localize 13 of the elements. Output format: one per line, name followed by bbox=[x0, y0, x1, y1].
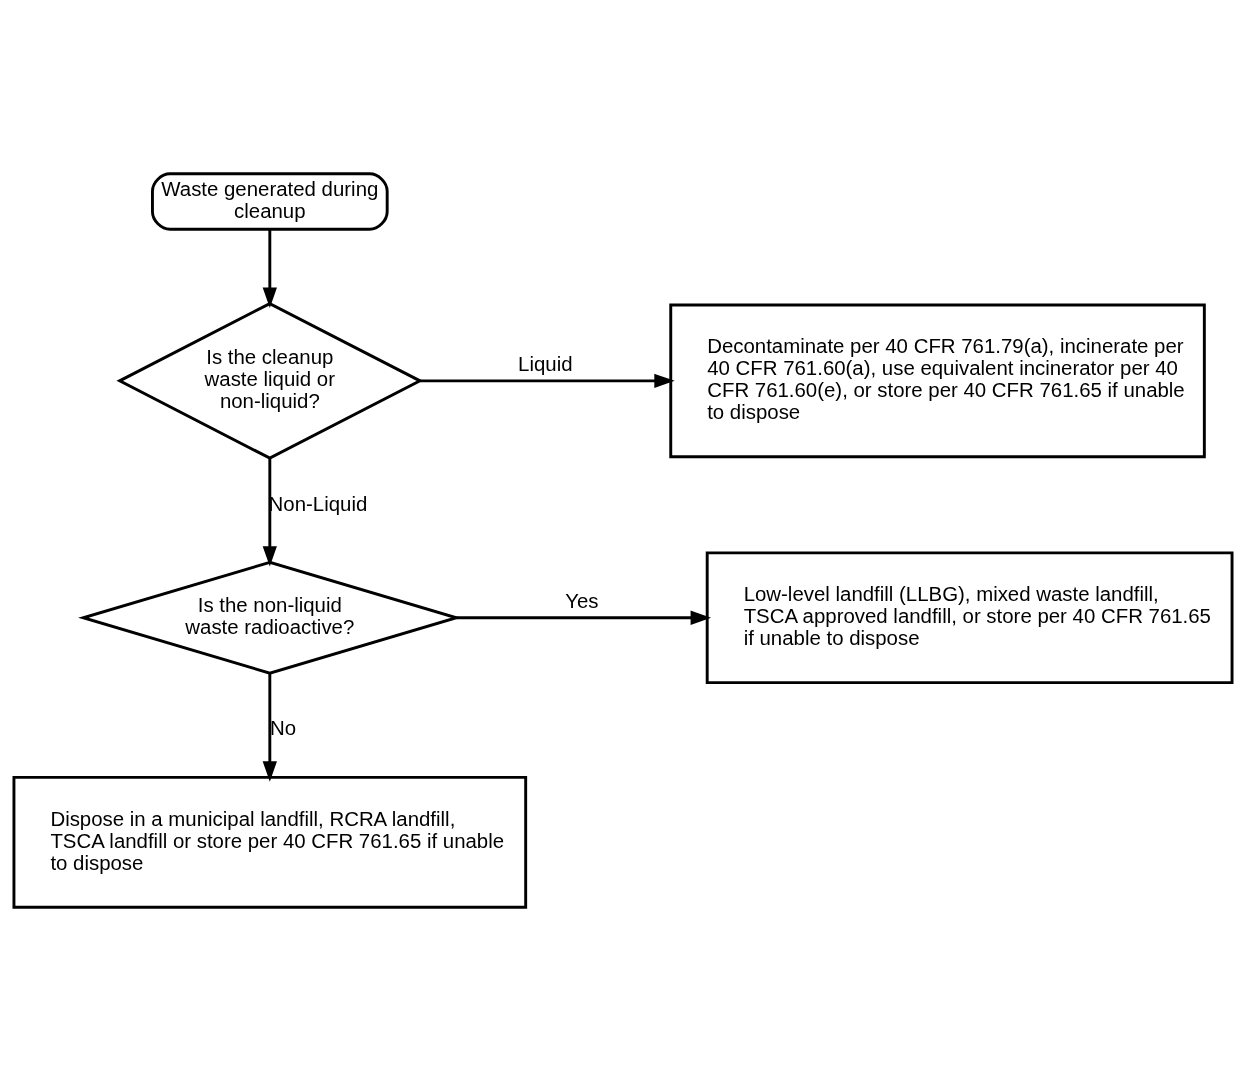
edge-label: No bbox=[269, 717, 296, 740]
edge-label: Non-Liquid bbox=[268, 492, 368, 515]
node-box: Waste generated during cleanup bbox=[151, 172, 389, 231]
arrow bbox=[262, 458, 277, 567]
edge-label: Yes bbox=[565, 589, 599, 612]
node-box: Decontaminate per 40 CFR 761.79(a), incinerate per 40 CFR 761.60(a), use equivalent incinerator per 40 CFR 761.60(e), or store per 40 CFR 761.65 if unable to dispose bbox=[669, 303, 1206, 459]
arrow bbox=[456, 610, 712, 625]
node-box: Dispose in a municipal landfill, RCRA landfill, TSCA landfill or store per 40 CFR 761.65 if unable to dispose bbox=[12, 775, 528, 909]
edge-label: Liquid bbox=[518, 352, 573, 375]
arrow bbox=[262, 229, 277, 308]
arrow bbox=[420, 373, 675, 388]
node-box: Low-level landfill (LLBG), mixed waste landfill, TSCA approved landfill, or store per 40 CFR 761.65 if unable to dispose bbox=[705, 551, 1234, 685]
arrow bbox=[262, 673, 277, 782]
